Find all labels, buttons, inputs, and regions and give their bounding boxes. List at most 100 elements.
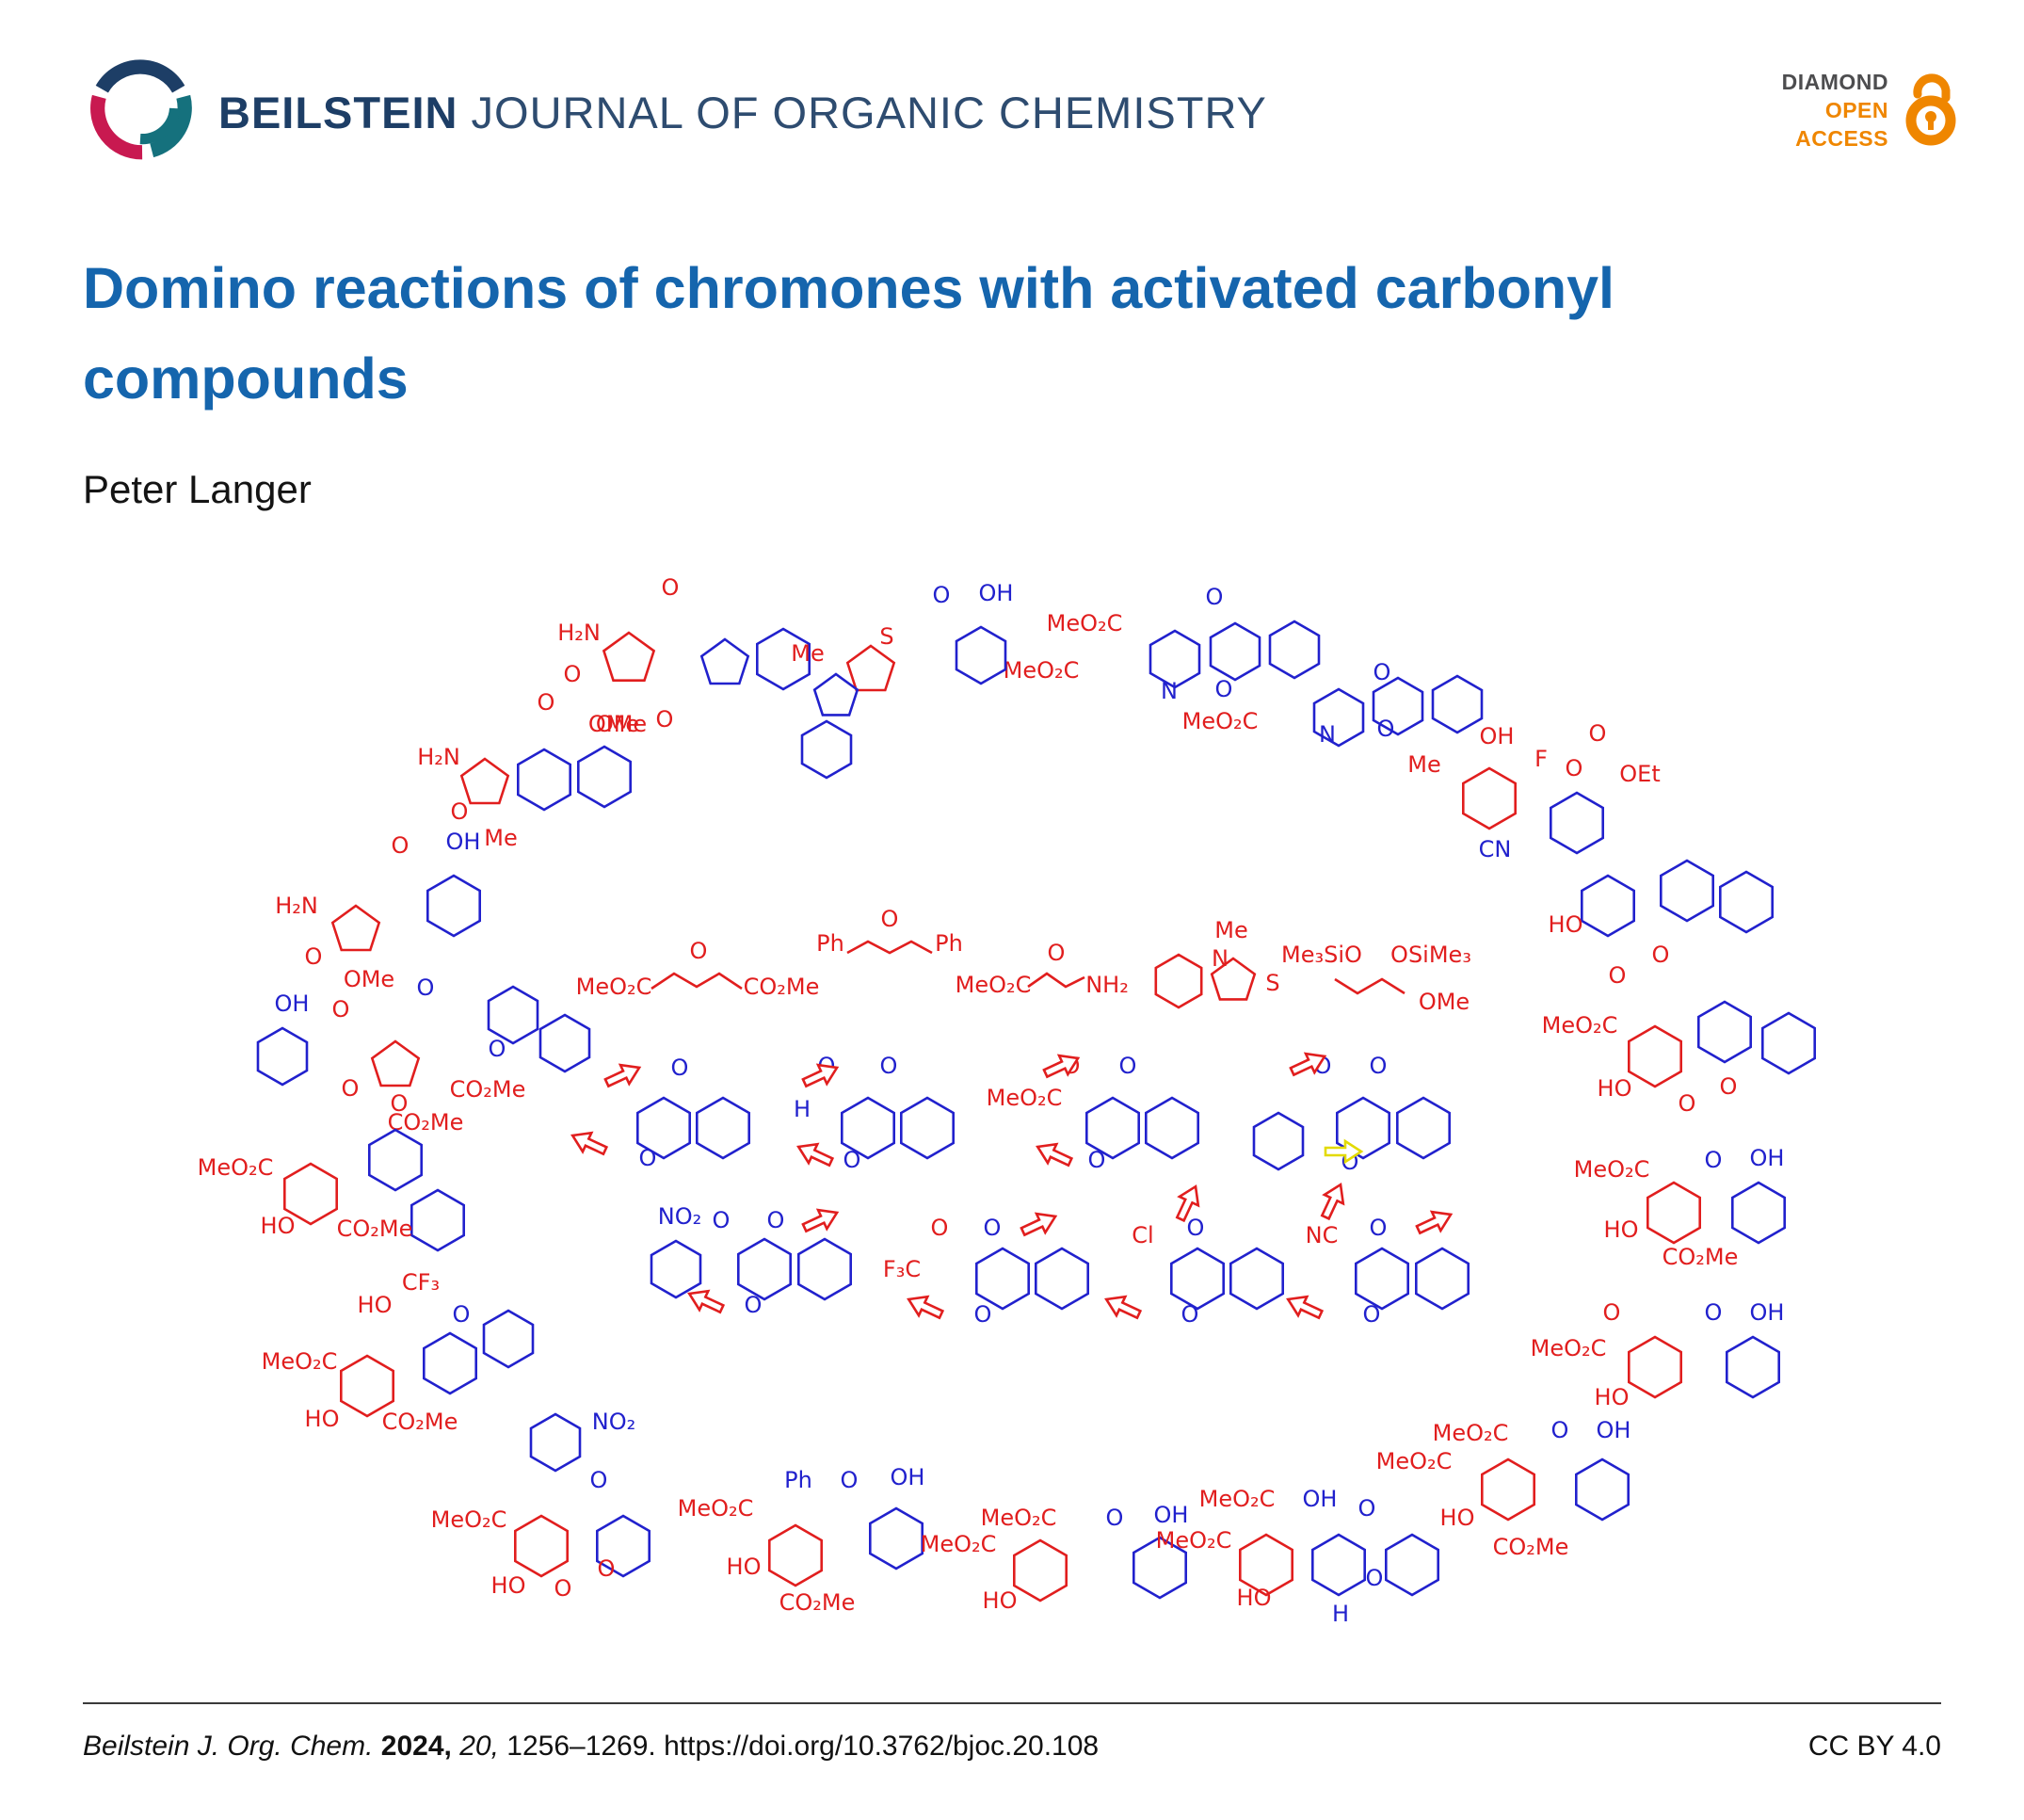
atom-label: MeO₂C [1199,1486,1276,1512]
atom-label: Me [791,640,824,667]
atom-label: O [1370,1215,1388,1241]
atom-label: CO₂Me [779,1589,856,1616]
atom-label: HO [1549,911,1583,938]
atom-label: O [1048,940,1066,966]
atom-label: N [1319,721,1336,748]
atom-label: HO [358,1292,393,1318]
atom-label: MeO₂C [262,1348,338,1375]
atom-label: O [713,1207,731,1233]
atom-label: Me [1214,917,1247,943]
atom-label: O [1206,584,1224,610]
beilstein-swirl-icon [90,59,192,160]
reaction-arrow [570,1131,609,1156]
atom-label: O [841,1467,859,1493]
citation-doi-link[interactable]: 1256–1269. https://doi.org/10.3762/bjoc.… [506,1731,1100,1762]
reaction-arrow [1286,1295,1325,1320]
atom-label: HO [1604,1216,1639,1243]
reaction-arrow [796,1142,835,1168]
article-title: Domino reactions of chromones with activ… [83,256,1614,411]
atom-label: O [392,832,410,859]
author-name: Peter Langer [83,467,312,511]
atom-label: O [671,1055,689,1081]
reaction-arrow [1289,1052,1327,1077]
atom-label: O [1377,716,1395,742]
journal-name-rest: JOURNAL OF ORGANIC CHEMISTRY [458,88,1267,137]
reaction-arrow [1415,1210,1454,1235]
atom-label: OH [1597,1417,1631,1443]
atom-label: O [1215,676,1233,702]
atom-label: S [1265,970,1279,996]
atom-label: Ph [816,930,844,957]
atom-label: NC [1306,1222,1339,1248]
reaction-arrow [1320,1183,1345,1221]
atom-label: HO [1440,1505,1475,1531]
atom-label: O [1679,1090,1696,1117]
atom-label: NO₂ [592,1409,635,1435]
atom-label: MeO₂C [678,1495,754,1522]
atom-label: O [984,1215,1002,1241]
atom-label: O [1181,1301,1199,1328]
atom-label: O [342,1075,360,1102]
atom-label: Me [484,825,517,851]
atom-label: CO₂Me [1493,1534,1569,1560]
atom-label: MeO₂C [1376,1448,1453,1474]
atom-label: OSiMe₃ [1390,942,1471,968]
citation-year: 2024, [380,1731,452,1762]
atom-label: H₂N [417,744,460,770]
atom-label: O [639,1145,657,1171]
atom-label: Me [1407,751,1440,778]
atom-label: O [489,1036,506,1062]
atom-label: OH [1154,1502,1189,1528]
atom-label: O [1088,1147,1106,1173]
atom-label: O [1119,1053,1137,1079]
atom-label: Ph [935,930,963,957]
atom-label: O [1603,1299,1621,1326]
citation-volume: 20, [459,1731,499,1762]
atom-label: HO [1598,1075,1632,1102]
atom-label: OH [1750,1299,1785,1326]
atom-label: O [417,974,435,1001]
atom-label: HO [983,1587,1018,1614]
atom-label: MeO₂C [1433,1420,1509,1446]
reaction-arrow [1036,1142,1074,1168]
atom-label: CO₂Me [388,1109,464,1135]
atom-label: HO [305,1406,340,1432]
reaction-arrow [1042,1054,1081,1079]
atom-label: NO₂ [658,1203,701,1230]
atom-label: O [554,1575,572,1602]
atom-label: S [879,623,893,650]
atom-label: MeO₂C [1156,1527,1232,1554]
atom-label: F₃C [883,1256,921,1282]
atom-label: O [880,1053,898,1079]
open-access-lock-icon [1898,68,1966,147]
atom-label: OH [1480,723,1515,749]
atom-label: O [1652,942,1670,968]
atom-label: H [794,1096,811,1122]
atom-label: MeO₂C [987,1085,1063,1111]
atom-label: OMe [596,711,647,737]
reaction-arrow [1324,1138,1364,1165]
atom-label: O [1589,720,1607,747]
atom-label: MeO₂C [198,1154,274,1181]
atom-label: O [843,1147,861,1173]
reaction-arrow [907,1295,945,1320]
atom-label: HO [727,1554,762,1580]
open-access-text: DIAMOND OPEN ACCESS [1782,68,1888,153]
